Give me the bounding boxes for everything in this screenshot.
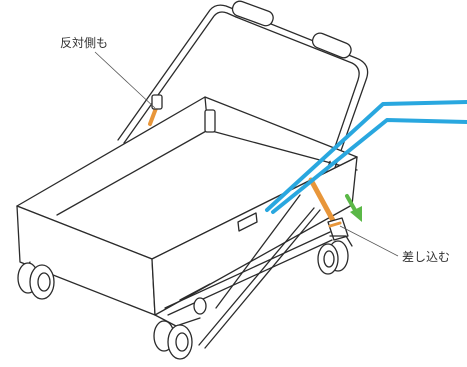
handle-grip-right — [311, 32, 352, 59]
wheel-rear-right — [317, 240, 349, 275]
handle-frame-rear — [117, 4, 237, 144]
wheel-front-right — [193, 297, 207, 315]
insert-arrow-icon — [345, 194, 362, 222]
brace-front — [308, 177, 349, 241]
handle-grip-left — [231, 0, 274, 27]
leader-insert — [339, 225, 399, 257]
wheel-rear-left — [17, 262, 55, 300]
brace-rear — [148, 94, 163, 126]
wheel-front-left — [153, 320, 193, 360]
callout-insert: 差し込む — [402, 250, 451, 264]
callout-other-side: 反対側も — [60, 36, 109, 50]
handle-bar — [231, 0, 369, 211]
pointer-lines — [265, 100, 467, 214]
handle-frame-front — [164, 194, 333, 349]
leader-other-side — [94, 51, 156, 109]
